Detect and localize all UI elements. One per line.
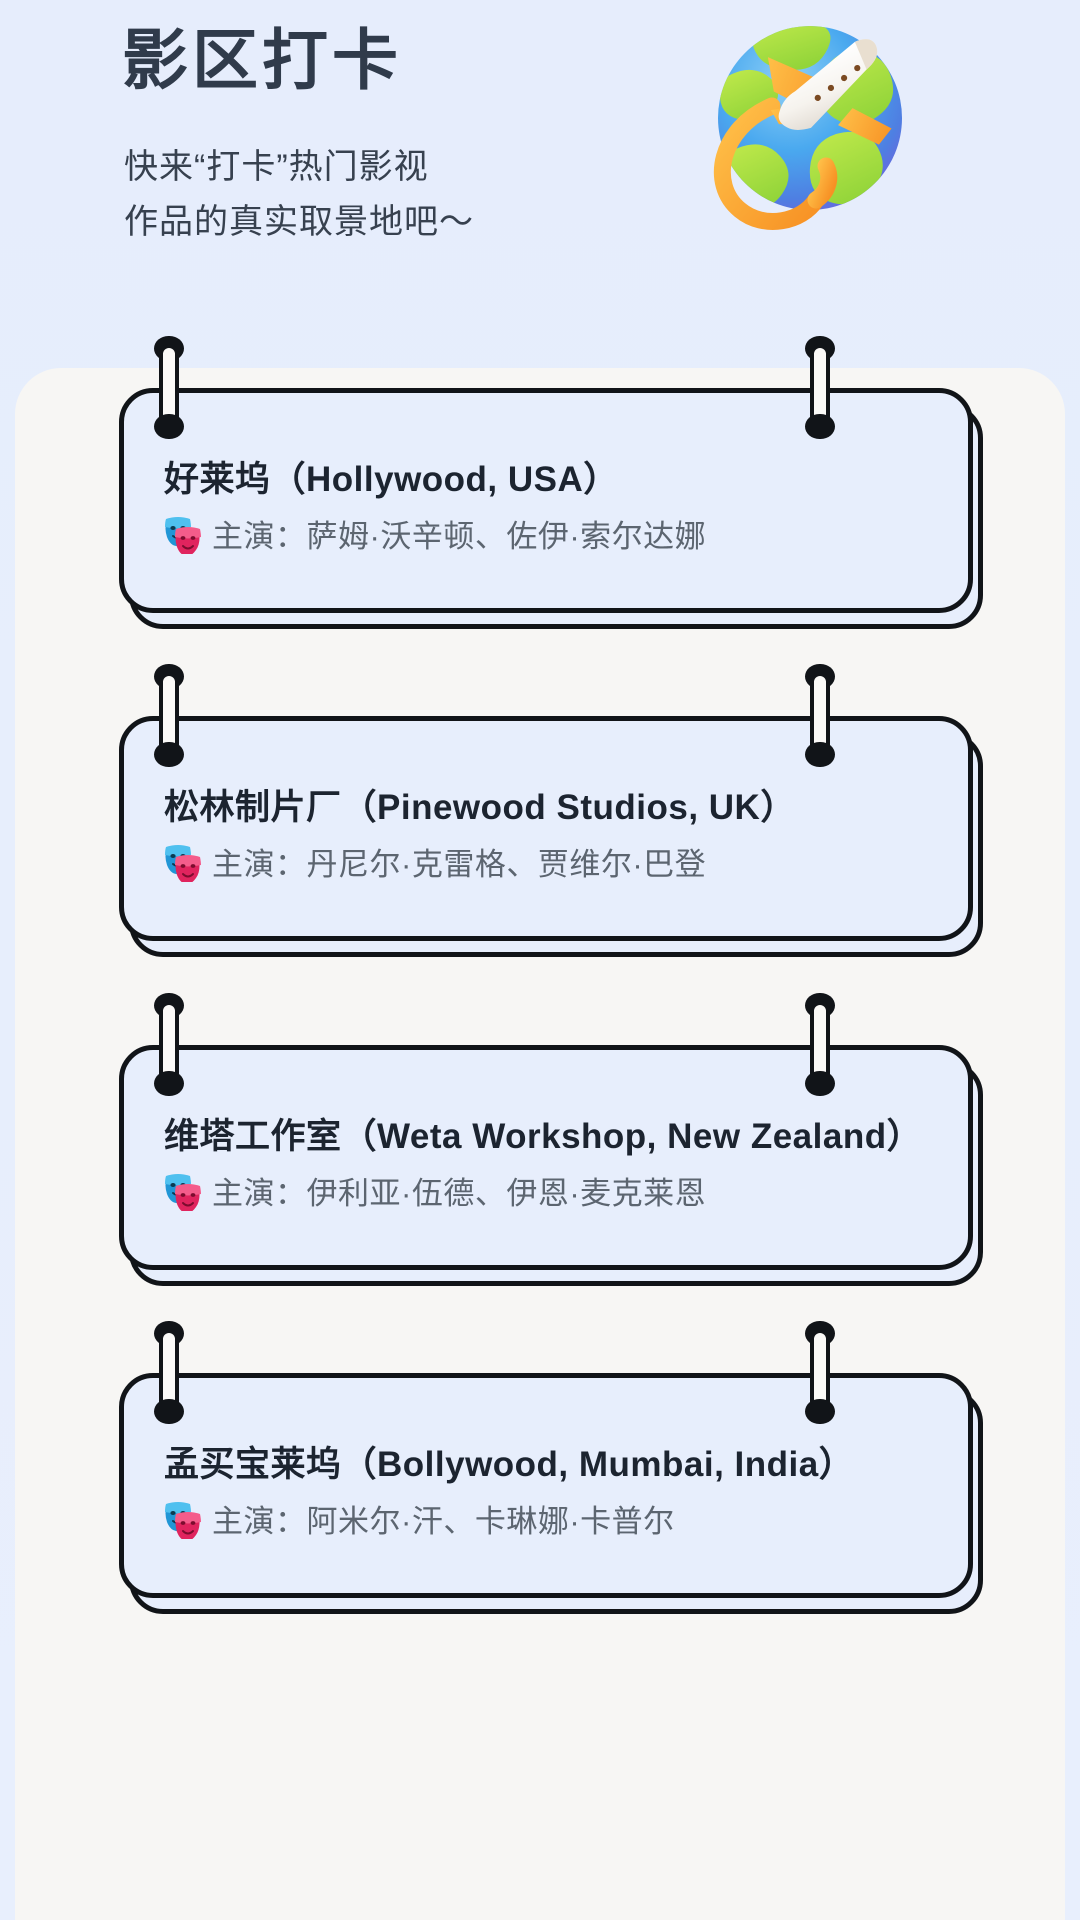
- cards-panel: 好莱坞（Hollywood, USA）: [15, 336, 1065, 1920]
- ring-cap-bottom: [805, 1071, 835, 1096]
- card-surface[interactable]: 孟买宝莱坞（Bollywood, Mumbai, India）: [119, 1373, 973, 1598]
- card-surface[interactable]: 松林制片厂（Pinewood Studios, UK）: [119, 716, 973, 941]
- subtitle-line-2: 作品的真实取景地吧～: [124, 203, 474, 241]
- binder-ring-right: [805, 1321, 835, 1424]
- binder-ring-right: [805, 664, 835, 767]
- ring-cap-bottom: [154, 1399, 184, 1424]
- globe-with-airplane-icon: [660, 0, 930, 248]
- page-subtitle: 快来“打卡”热门影视 作品的真实取景地吧～: [124, 140, 474, 250]
- card-title: 松林制片厂（Pinewood Studios, UK）: [164, 788, 796, 827]
- theater-masks-icon: [162, 514, 202, 554]
- subtitle-line-1: 快来“打卡”热门影视: [124, 148, 429, 186]
- card-cast-row: 主演：阿米尔·汗、卡琳娜·卡普尔: [162, 1496, 675, 1541]
- ring-cap-bottom: [805, 414, 835, 439]
- card-title: 维塔工作室（Weta Workshop, New Zealand）: [164, 1117, 923, 1156]
- theater-masks-icon: [162, 842, 202, 882]
- card-cast-text: 主演：丹尼尔·克雷格、贾维尔·巴登: [212, 847, 707, 882]
- location-card-2[interactable]: 松林制片厂（Pinewood Studios, UK）: [15, 664, 1065, 957]
- ring-cap-bottom: [805, 742, 835, 767]
- card-surface[interactable]: 好莱坞（Hollywood, USA）: [119, 388, 973, 613]
- page-title: 影区打卡: [122, 23, 402, 97]
- binder-ring-left: [154, 993, 184, 1096]
- ring-cap-bottom: [154, 414, 184, 439]
- binder-ring-left: [154, 336, 184, 439]
- page-header: 影区打卡 快来“打卡”热门影视 作品的真实取景地吧～: [0, 0, 1080, 368]
- binder-ring-left: [154, 664, 184, 767]
- theater-masks-icon: [162, 1499, 202, 1539]
- binder-ring-right: [805, 336, 835, 439]
- ring-cap-bottom: [154, 1071, 184, 1096]
- card-cast-row: 主演：伊利亚·伍德、伊恩·麦克莱恩: [162, 1168, 706, 1213]
- location-card-1[interactable]: 好莱坞（Hollywood, USA）: [15, 336, 1065, 629]
- card-title: 好莱坞（Hollywood, USA）: [164, 460, 619, 499]
- ring-cap-bottom: [154, 742, 184, 767]
- card-cast-text: 主演：萨姆·沃辛顿、佐伊·索尔达娜: [212, 519, 707, 554]
- card-surface[interactable]: 维塔工作室（Weta Workshop, New Zealand）: [119, 1045, 973, 1270]
- card-title: 孟买宝莱坞（Bollywood, Mumbai, India）: [164, 1445, 855, 1484]
- location-card-4[interactable]: 孟买宝莱坞（Bollywood, Mumbai, India）: [15, 1321, 1065, 1614]
- theater-masks-icon: [162, 1171, 202, 1211]
- location-card-3[interactable]: 维塔工作室（Weta Workshop, New Zealand）: [15, 993, 1065, 1286]
- ring-cap-bottom: [805, 1399, 835, 1424]
- card-cast-row: 主演：丹尼尔·克雷格、贾维尔·巴登: [162, 839, 706, 884]
- binder-ring-right: [805, 993, 835, 1096]
- binder-ring-left: [154, 1321, 184, 1424]
- card-cast-text: 主演：伊利亚·伍德、伊恩·麦克莱恩: [212, 1176, 707, 1211]
- card-cast-text: 主演：阿米尔·汗、卡琳娜·卡普尔: [212, 1504, 675, 1539]
- card-cast-row: 主演：萨姆·沃辛顿、佐伊·索尔达娜: [162, 511, 706, 556]
